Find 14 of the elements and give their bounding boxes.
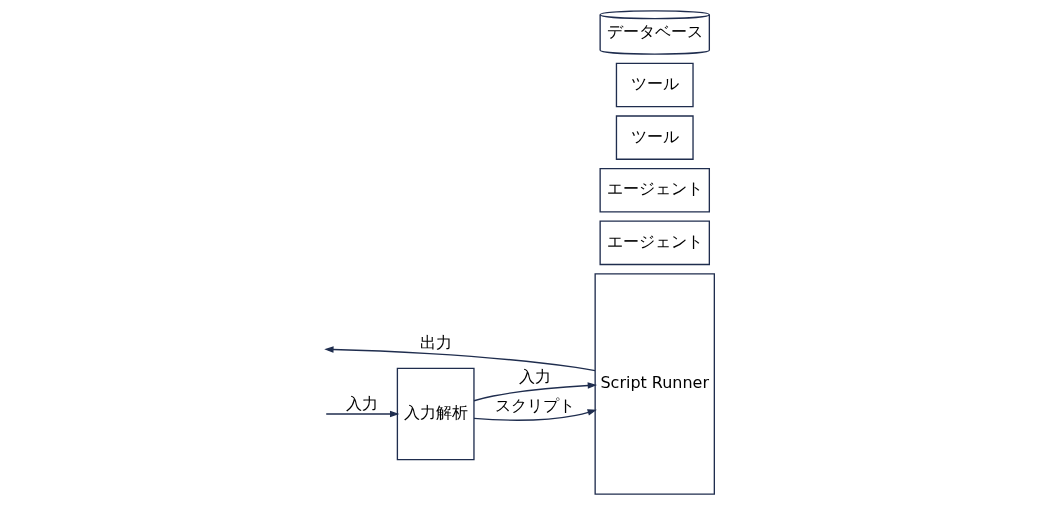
node-box: ツール — [615, 62, 694, 108]
edge-label: スクリプト — [494, 395, 575, 415]
node-box: エージェント — [599, 167, 710, 213]
arrow — [325, 410, 400, 418]
edge-label: 入力 — [345, 394, 378, 414]
node-box: Script Runner — [594, 273, 715, 495]
arrow — [324, 346, 596, 372]
node-box: エージェント — [599, 220, 710, 266]
edge-label: 入力 — [518, 367, 551, 387]
node-box: 入力解析 — [396, 367, 475, 461]
arrow — [473, 409, 597, 421]
node-box: ツール — [615, 115, 694, 160]
edge-label: 出力 — [419, 332, 452, 352]
arrow — [473, 382, 598, 402]
